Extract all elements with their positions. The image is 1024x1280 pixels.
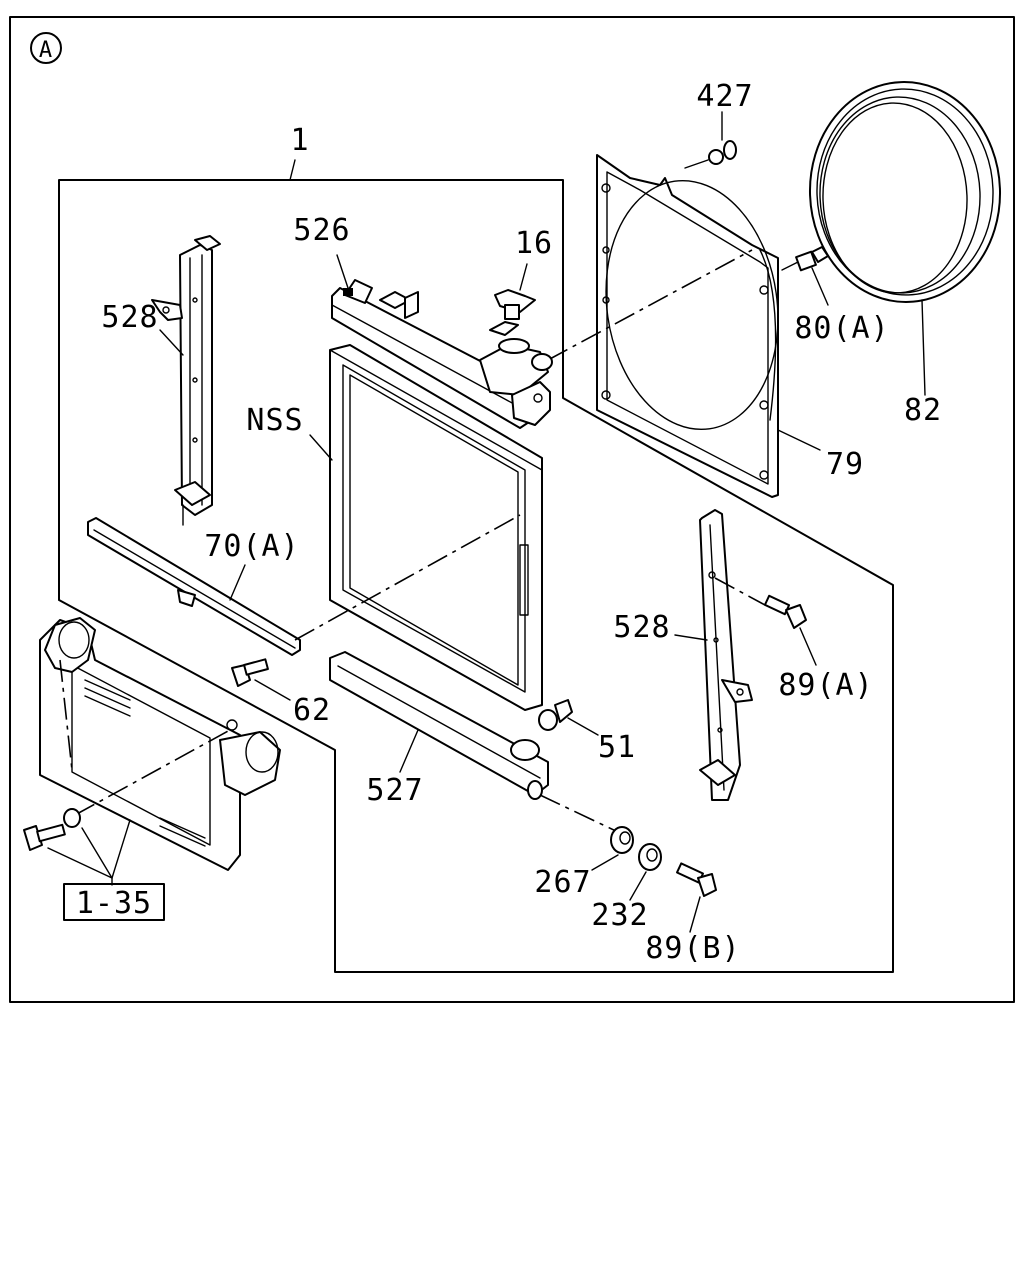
lower-tank (329, 651, 549, 800)
label-ref: 1-35 (76, 886, 152, 921)
leader-62 (254, 679, 291, 701)
label-232: 232 (591, 898, 648, 933)
bolt-89b (676, 862, 717, 897)
bracket-left (151, 235, 221, 526)
label-80a: 80(A) (794, 311, 889, 346)
leader-nss (309, 434, 333, 461)
label-1: 1 (290, 123, 309, 158)
intercooler-bolt (23, 808, 81, 851)
drain-plug (538, 699, 573, 731)
ref-box (63, 883, 165, 921)
plate-70a (87, 517, 301, 656)
leader-528-right (674, 634, 708, 641)
align-line-4 (714, 577, 766, 606)
label-528-left: 528 (101, 300, 158, 335)
align-line-2 (294, 514, 521, 641)
label-267: 267 (534, 865, 591, 900)
leader-79 (777, 429, 821, 451)
view-marker: A (30, 32, 62, 64)
leader-51 (567, 717, 599, 736)
leader-526 (336, 254, 349, 289)
leader-1 (289, 159, 296, 181)
align-line-3 (539, 794, 619, 833)
leader-80a (811, 267, 829, 306)
leader-16 (519, 263, 528, 291)
leader-ref-b (81, 827, 113, 879)
label-62: 62 (293, 693, 331, 728)
leader-528-left (159, 329, 184, 356)
align-line-1 (547, 249, 753, 361)
label-526: 526 (293, 213, 350, 248)
label-82: 82 (904, 393, 942, 428)
label-16: 16 (515, 226, 553, 261)
label-51: 51 (598, 730, 636, 765)
radiator-cap (489, 289, 536, 336)
cushion-267 (610, 826, 634, 854)
label-528-right: 528 (613, 610, 670, 645)
leader-89b (689, 896, 701, 933)
bolt-80a (781, 246, 829, 272)
upper-tank (331, 279, 553, 429)
leader-267 (591, 854, 619, 871)
label-89b: 89(B) (645, 931, 740, 966)
bracket-right (699, 509, 753, 801)
bolt-89a (763, 594, 807, 629)
align-line-5 (59, 659, 73, 771)
view-marker-text: A (39, 38, 53, 63)
bolt-427 (684, 140, 737, 169)
leader-82 (921, 299, 926, 396)
fan-ring (808, 81, 1002, 303)
intercooler (39, 617, 281, 871)
label-427: 427 (696, 79, 753, 114)
leader-89a (799, 627, 817, 666)
label-nss: NSS (246, 403, 303, 438)
fan-shroud (596, 154, 779, 498)
bolt-62 (231, 658, 269, 687)
label-70a: 70(A) (204, 529, 299, 564)
radiator-core (329, 344, 543, 711)
label-527: 527 (366, 773, 423, 808)
outer-frame (9, 16, 1015, 1003)
label-89a: 89(A) (778, 668, 873, 703)
washer-232 (638, 843, 662, 871)
align-line-6 (74, 729, 231, 816)
label-79: 79 (826, 447, 864, 482)
leader-232 (629, 871, 647, 901)
assembly-outline (58, 179, 894, 973)
leader-70a (229, 564, 246, 601)
leader-527 (399, 729, 419, 773)
